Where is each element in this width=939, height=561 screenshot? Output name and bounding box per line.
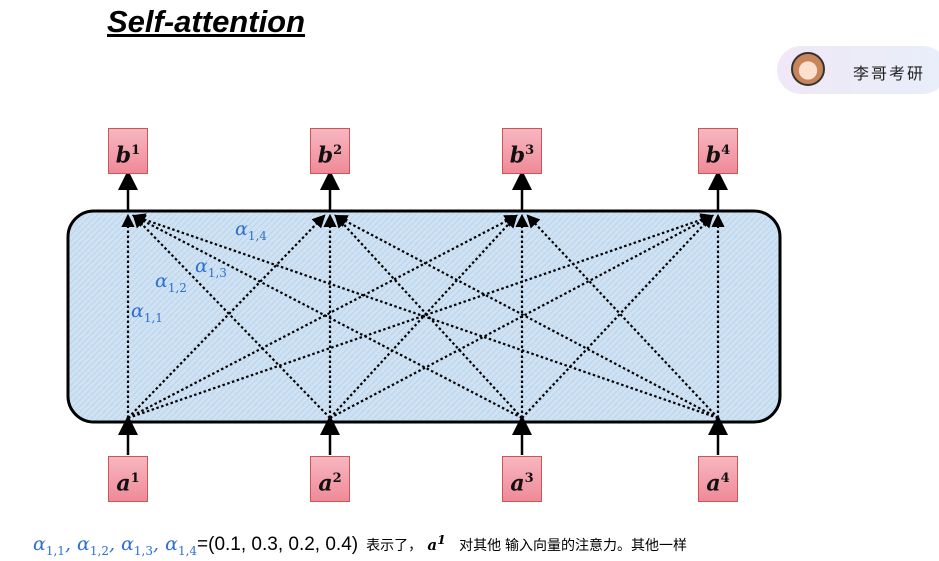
input-vector-a3: a3 xyxy=(502,456,542,502)
attention-score-label: α1,2 xyxy=(155,270,187,295)
input-vector-a4: a4 xyxy=(698,456,738,502)
attention-edge xyxy=(132,214,331,419)
attention-score-label: α1,4 xyxy=(235,218,267,243)
caption: α1,1, α1,2, α1,3, α1,4=(0.1, 0.3, 0.2, 0… xyxy=(33,532,687,558)
output-vector-b3: b3 xyxy=(502,128,542,174)
output-vector-b2: b2 xyxy=(310,128,350,174)
caption-text-1: 表示了， xyxy=(366,537,423,553)
attention-score-label: α1,3 xyxy=(195,255,227,280)
attention-edge xyxy=(334,214,719,419)
caption-text-2: 对其他 输入向量的注意力。其他一样 xyxy=(459,537,687,553)
input-vector-a1: a1 xyxy=(108,456,148,502)
caption-alpha: α1,3, xyxy=(121,533,166,558)
output-vector-b4: b4 xyxy=(698,128,738,174)
attention-edge xyxy=(526,214,719,419)
caption-vector: a1 xyxy=(427,532,446,554)
slide-title: Self-attention xyxy=(107,4,306,39)
caption-alpha: α1,2, xyxy=(77,533,122,558)
avatar xyxy=(791,52,825,86)
attention-edge xyxy=(127,214,326,419)
output-vector-b1: b1 xyxy=(108,128,148,174)
input-vector-a2: a2 xyxy=(310,456,350,502)
attention-score-label: α1,1 xyxy=(131,300,163,325)
attention-edge xyxy=(521,214,714,419)
caption-alpha: α1,4 xyxy=(165,533,198,558)
caption-alpha: α1,1, xyxy=(33,533,78,558)
brand-badge: 李哥考研 xyxy=(777,46,939,94)
attention-values: =(0.1, 0.3, 0.2, 0.4) xyxy=(197,534,359,555)
brand-name: 李哥考研 xyxy=(853,66,926,83)
